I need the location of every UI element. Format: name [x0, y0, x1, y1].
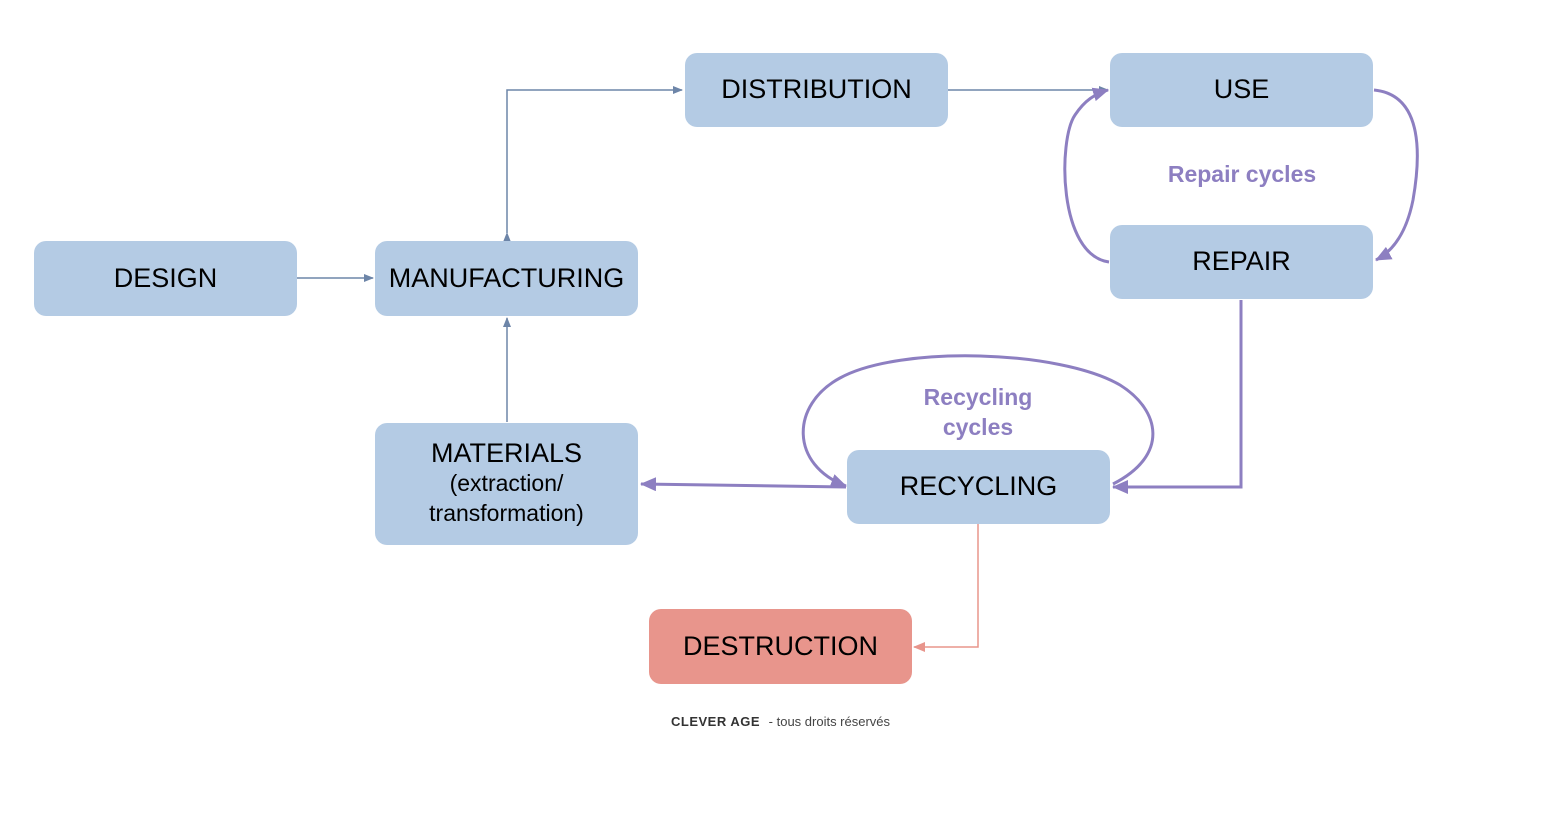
node-distribution: DISTRIBUTION: [685, 53, 948, 127]
arrow-recycling-to-materials: [640, 477, 847, 492]
arrow-recycling-to-destruction: [913, 524, 979, 652]
node-materials-label: MATERIALS: [430, 438, 583, 469]
arrow-use-to-repair: [1373, 88, 1419, 262]
recycling-cycles-line-2: cycles: [942, 414, 1014, 440]
node-materials-sub-2: transformation): [429, 499, 584, 526]
repair-cycles-label: Repair cycles: [1167, 161, 1317, 187]
node-use-label: USE: [1213, 74, 1270, 105]
recycling-cycles-label: Recycling cycles: [888, 382, 1068, 442]
node-materials-sub-1: (extraction/: [449, 469, 564, 496]
footer-rights: - tous droits réservés: [768, 714, 891, 729]
node-manufacturing: MANUFACTURING: [375, 241, 638, 316]
arrow-manufacturing-to-distribution: [503, 86, 683, 242]
node-destruction: DESTRUCTION: [649, 609, 912, 684]
arrow-repair-to-recycling: [1112, 300, 1243, 494]
node-materials: MATERIALS (extraction/ transformation): [375, 423, 638, 545]
node-use: USE: [1110, 53, 1373, 127]
node-design: DESIGN: [34, 241, 297, 316]
node-design-label: DESIGN: [113, 262, 218, 293]
arrow-repair-to-use: [1063, 87, 1110, 264]
copyright-footer: CLEVER AGE - tous droits réservés: [671, 714, 890, 729]
node-repair-label: REPAIR: [1192, 246, 1291, 277]
node-recycling-label: RECYCLING: [899, 471, 1058, 502]
node-destruction-label: DESTRUCTION: [683, 630, 878, 661]
node-distribution-label: DISTRIBUTION: [721, 74, 912, 105]
node-manufacturing-label: MANUFACTURING: [388, 262, 625, 293]
arrow-recycling-loop: [801, 354, 1155, 488]
node-recycling: RECYCLING: [847, 450, 1110, 524]
recycling-cycles-line-1: Recycling: [923, 384, 1033, 410]
node-repair: REPAIR: [1110, 225, 1373, 299]
footer-brand: CLEVER AGE: [671, 714, 761, 729]
